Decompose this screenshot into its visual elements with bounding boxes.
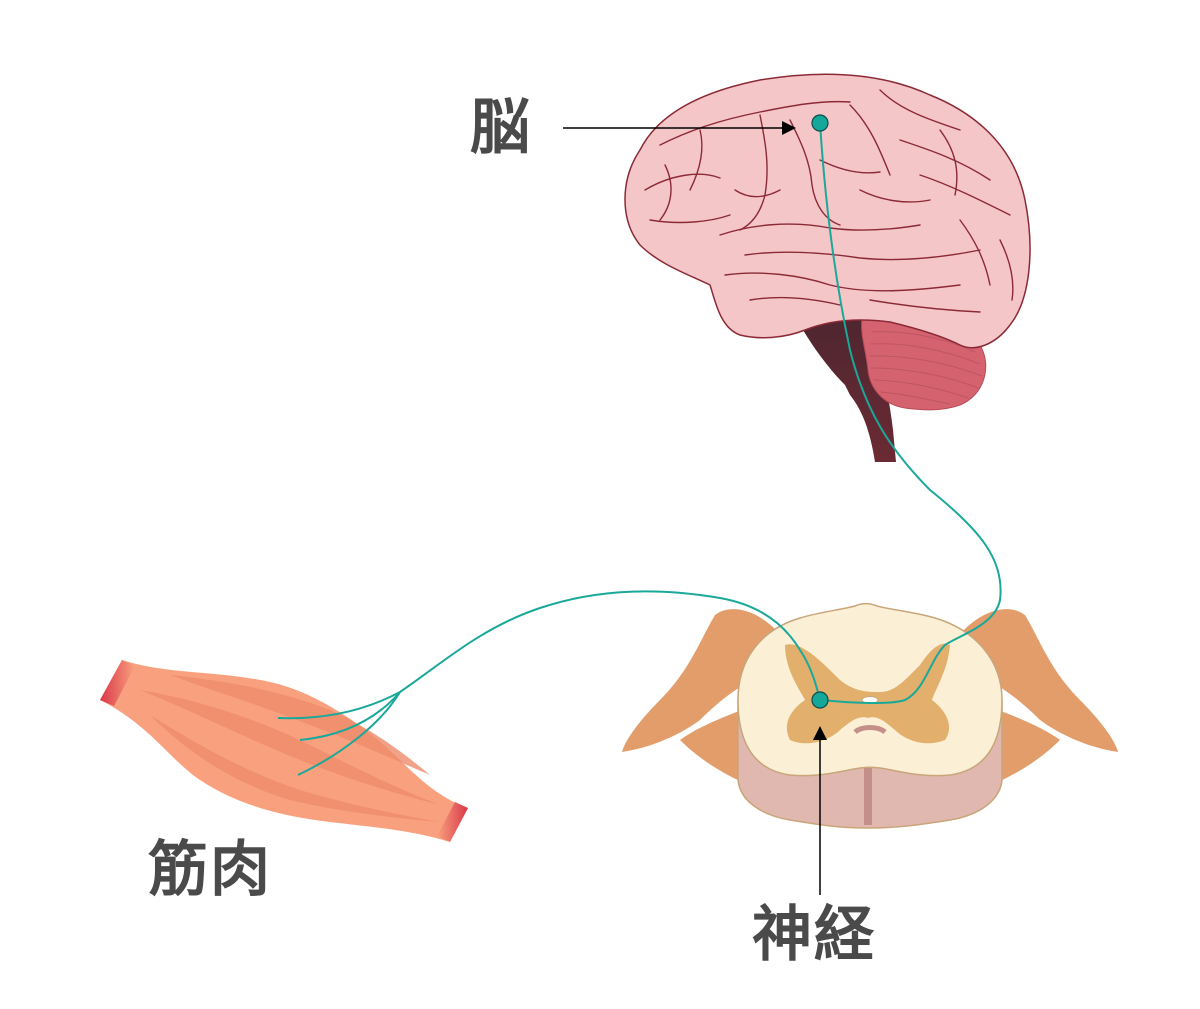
nerve-fiber-brain-to-spinal (819, 122, 1002, 705)
nerve-pointer-arrow (813, 726, 827, 895)
spinal-white-matter (737, 603, 1003, 777)
muscle-tendon-left (100, 660, 135, 706)
spinal-gray-matter (785, 643, 950, 744)
nerve-ending-3 (297, 691, 401, 776)
muscle-tendon-right (437, 802, 468, 842)
nerve-fiber-spinal-to-muscle (399, 590, 821, 701)
brain-label: 脳 (470, 93, 532, 163)
anterior-median-fissure (864, 735, 872, 825)
brain-illustration (624, 73, 1031, 462)
brain-neuron-dot (811, 114, 829, 132)
left-nerve-root-upper (622, 609, 790, 752)
cerebellum-folia (869, 331, 983, 405)
right-nerve-root-upper (950, 609, 1118, 752)
brain-pointer-arrow (563, 121, 796, 135)
nerve-ending-1 (277, 691, 401, 720)
nerve-ending-2 (299, 691, 401, 741)
anterior-commissure (853, 725, 887, 735)
nerve-label: 神経 (752, 900, 876, 970)
muscle-fibers (140, 675, 440, 822)
spinal-neuron-dot (811, 691, 829, 709)
spinal-cord-illustration (622, 603, 1118, 829)
nerve-pathway (277, 122, 1002, 776)
muscle-label: 筋肉 (148, 835, 272, 905)
muscle-illustration (100, 660, 468, 842)
